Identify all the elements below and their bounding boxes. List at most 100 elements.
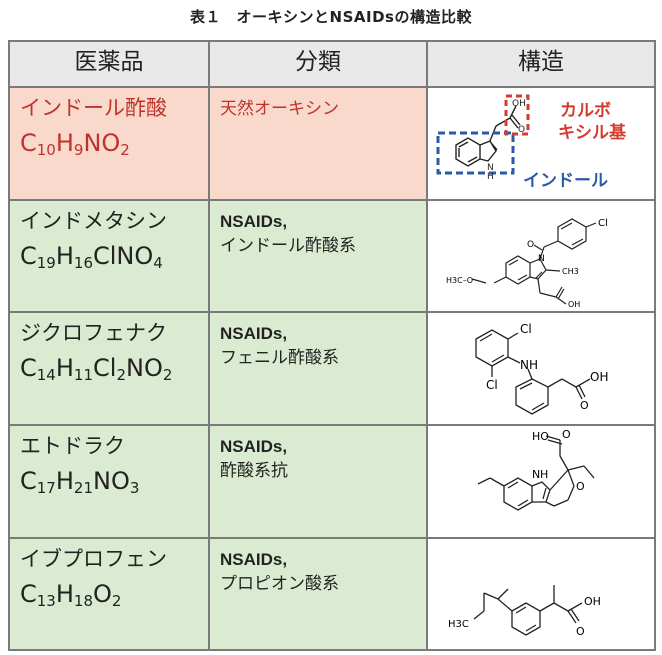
header-structure: 構造	[426, 40, 656, 88]
drug-name: イブプロフェン	[20, 547, 167, 571]
formula-element: C	[20, 129, 37, 157]
category-cell: NSAIDs, 酢酸系抗	[208, 424, 428, 539]
indole-highlight-box	[436, 131, 515, 175]
formula-subscript: 10	[36, 141, 56, 159]
structure-cell: Cl Cl NH O OH	[426, 311, 656, 426]
drug-cell: ジクロフェナク C14H11Cl2NO2	[8, 311, 210, 426]
diclofenac-structure: Cl Cl NH O OH	[475, 322, 608, 415]
n-label: N	[538, 254, 545, 264]
formula-subscript: 4	[153, 254, 163, 272]
methyl-label: H3C	[448, 619, 469, 630]
formula-element: C	[20, 580, 37, 608]
category-line: プロピオン酸系	[220, 574, 339, 594]
h-label: H	[487, 172, 494, 182]
structure-cell: OH O N H カルボ キシル基 インドール	[426, 86, 656, 201]
table-row: イブプロフェン C13H18O2 NSAIDs, プロピオン酸系	[8, 537, 656, 651]
structure-cell: H3C O OH	[426, 537, 656, 651]
category-cell: NSAIDs, プロピオン酸系	[208, 537, 428, 651]
o-label: O	[518, 125, 525, 135]
formula-element: NO	[125, 354, 163, 382]
category-cell: NSAIDs, フェニル酢酸系	[208, 311, 428, 426]
drug-name: ジクロフェナク	[20, 321, 167, 345]
formula-element: C	[20, 354, 37, 382]
h-label: H	[540, 468, 548, 481]
category-cell: 天然オーキシン	[208, 86, 428, 201]
category-line: インドール酢酸系	[220, 236, 356, 256]
formula-element: H	[55, 580, 74, 608]
cl-label: Cl	[598, 218, 608, 229]
formula-element: H	[55, 242, 74, 270]
drug-name: インドメタシン	[20, 209, 167, 233]
category-line: 天然オーキシン	[220, 99, 339, 119]
o-label: O	[527, 240, 534, 250]
category-line: NSAIDs,	[220, 212, 288, 231]
formula-subscript: 17	[36, 479, 56, 497]
drug-cell: イブプロフェン C13H18O2	[8, 537, 210, 651]
formula-subscript: 2	[120, 141, 130, 159]
n-label: N	[532, 468, 540, 481]
indomethacin-structure: Cl O N H3C–O CH3 OH	[446, 218, 608, 309]
category-line: NSAIDs,	[220, 550, 288, 569]
molecular-formula: C19H16ClNO4	[10, 235, 208, 271]
header-category: 分類	[208, 40, 428, 88]
n-label: N	[487, 163, 494, 173]
ho-label: HO	[532, 430, 549, 443]
formula-element: H	[55, 129, 74, 157]
formula-element: Cl	[93, 354, 117, 382]
drug-name: エトドラク	[20, 434, 125, 458]
formula-subscript: 2	[162, 366, 173, 384]
header-row: 医薬品 分類 構造	[8, 40, 656, 88]
formula-subscript: 14	[36, 366, 56, 384]
formula-subscript: 18	[73, 592, 93, 610]
o-label: O	[580, 399, 589, 412]
formula-subscript: 3	[129, 479, 140, 497]
methoxy-label: H3C–O	[446, 276, 473, 285]
structure-cell: HO O O N H	[426, 424, 656, 539]
table-row: エトドラク C17H21NO3 NSAIDs, 酢酸系抗	[8, 424, 656, 539]
oh-label: OH	[512, 99, 526, 109]
molecular-formula: C17H21NO3	[10, 460, 208, 496]
formula-subscript: 9	[73, 141, 84, 159]
oh-label: OH	[568, 300, 580, 309]
category-line: NSAIDs,	[220, 324, 288, 343]
table-caption: 表１ オーキシンとNSAIDsの構造比較	[190, 8, 472, 26]
table-row: インドール酢酸 C10H9NO2 天然オーキシン	[8, 86, 656, 201]
formula-subscript: 13	[36, 592, 56, 610]
table-row: インドメタシン C19H16 ClNO 4 NSAIDs, インドール酢酸系	[8, 199, 656, 313]
indole-acetic-acid-structure: OH O N H カルボ キシル基 インドール	[436, 94, 627, 191]
formula-element: O	[93, 580, 112, 608]
methyl-label: CH3	[562, 267, 579, 276]
formula-element: H	[55, 354, 74, 382]
oh-label: OH	[584, 595, 601, 608]
formula-subscript: 19	[36, 254, 56, 272]
formula-subscript: 11	[73, 366, 93, 384]
carboxyl-annotation-2: キシル基	[558, 122, 627, 143]
formula-element: C	[20, 467, 37, 495]
formula-subscript: 16	[73, 254, 93, 272]
header-drug: 医薬品	[8, 40, 210, 88]
o-label-ring: O	[576, 480, 585, 493]
molecular-formula: C13H18O2	[10, 573, 208, 609]
formula-subscript: 21	[73, 479, 93, 497]
chloro-label-1: Cl	[520, 322, 532, 336]
drug-name: インドール酢酸	[20, 96, 167, 120]
oh-label: OH	[590, 370, 608, 384]
formula-element: H	[55, 467, 74, 495]
formula-element: C	[20, 242, 37, 270]
comparison-table: 医薬品 分類 構造 インドール酢酸 C10H9NO2 天然オーキシン	[8, 40, 656, 651]
o-label: O	[576, 625, 585, 638]
nh-label: NH	[520, 358, 538, 372]
drug-cell: インドール酢酸 C10H9NO2	[8, 86, 210, 201]
category-line: フェニル酢酸系	[220, 348, 339, 368]
etodolac-structure: HO O O N H	[477, 428, 595, 511]
molecular-formula: C14H11Cl2NO2	[10, 347, 208, 383]
drug-cell: インドメタシン C19H16ClNO4	[8, 199, 210, 313]
formula-element: NO	[93, 467, 130, 495]
category-cell: NSAIDs, インドール酢酸系	[208, 199, 428, 313]
formula-element: NO	[83, 129, 121, 157]
category-line: NSAIDs,	[220, 437, 288, 456]
drug-cell: エトドラク C17H21NO3	[8, 424, 210, 539]
molecular-formula: C10H9NO2	[10, 122, 208, 158]
o-label-carbonyl: O	[562, 428, 571, 441]
structure-cell: Cl O N H3C–O CH3 OH	[426, 199, 656, 313]
